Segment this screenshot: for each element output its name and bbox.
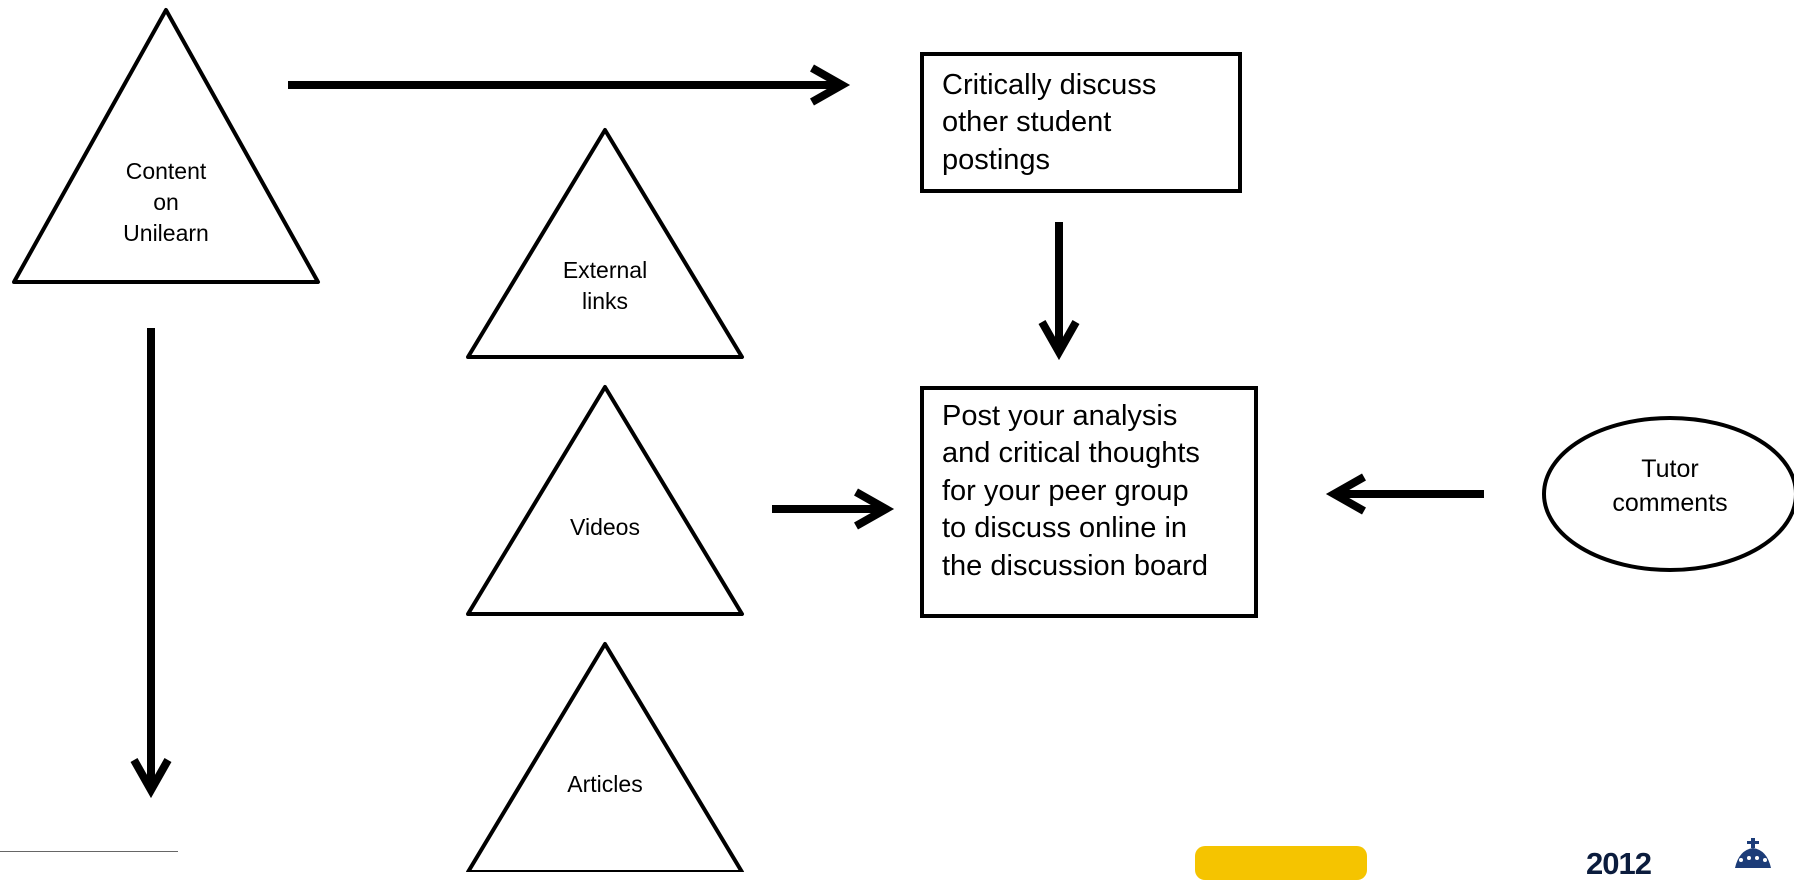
triangle-articles xyxy=(466,642,744,872)
year-mark: 2012 xyxy=(1586,848,1652,880)
arrow-left-tutor xyxy=(1325,473,1484,515)
arrow-down-center xyxy=(1038,222,1080,361)
crown-logo-icon xyxy=(1729,838,1777,872)
arrow-down-left xyxy=(130,328,172,799)
yellow-badge xyxy=(1195,846,1367,880)
triangle-videos xyxy=(466,385,744,616)
footer-rule xyxy=(0,851,178,852)
triangle-content-on-unilearn xyxy=(12,8,320,284)
label-external-links: External links xyxy=(562,257,648,315)
label-tutor-comments: Tutor comments xyxy=(1612,455,1728,517)
text-critically-discuss: Critically discuss other student posting… xyxy=(942,69,1157,176)
ellipse-tutor-comments xyxy=(1542,416,1794,572)
label-videos: Videos xyxy=(570,514,640,540)
box-critically-discuss xyxy=(920,52,1242,193)
label-content-on-unilearn: Content on Unilearn xyxy=(123,158,209,247)
label-articles: Articles xyxy=(567,771,643,797)
triangle-external-links xyxy=(466,128,744,359)
box-post-analysis xyxy=(920,386,1258,618)
text-post-analysis: Post your analysis and critical thoughts… xyxy=(942,400,1208,582)
arrow-right-videos xyxy=(772,488,895,530)
arrow-right-top xyxy=(288,64,851,106)
